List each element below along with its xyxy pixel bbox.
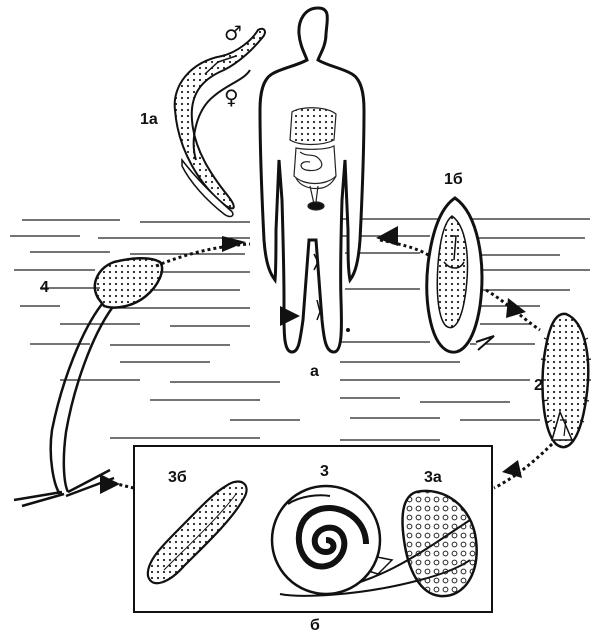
arrow-egg-to-miracidium [506,298,526,318]
label-host: а [310,363,319,380]
adult-worms-pair [175,29,265,217]
label-adult-worms: 1а [140,111,158,128]
label-intermediate-host: б [310,617,320,631]
label-sporocyst: 3а [424,469,442,486]
arrow-miracidium-to-snail [502,460,522,478]
label-male-symbol: ♂ [224,21,242,45]
label-cercaria: 4 [40,279,49,296]
human-host [260,8,364,352]
label-daughter-sporocyst: 3б [168,469,187,486]
label-snail: 3 [320,463,329,480]
arrow-snail-to-cercaria [100,474,120,494]
label-miracidium: 2 [534,377,543,394]
label-egg: 1б [444,171,463,188]
label-female-symbol: ♀ [224,85,239,109]
miracidium [541,314,591,447]
egg [427,198,494,352]
